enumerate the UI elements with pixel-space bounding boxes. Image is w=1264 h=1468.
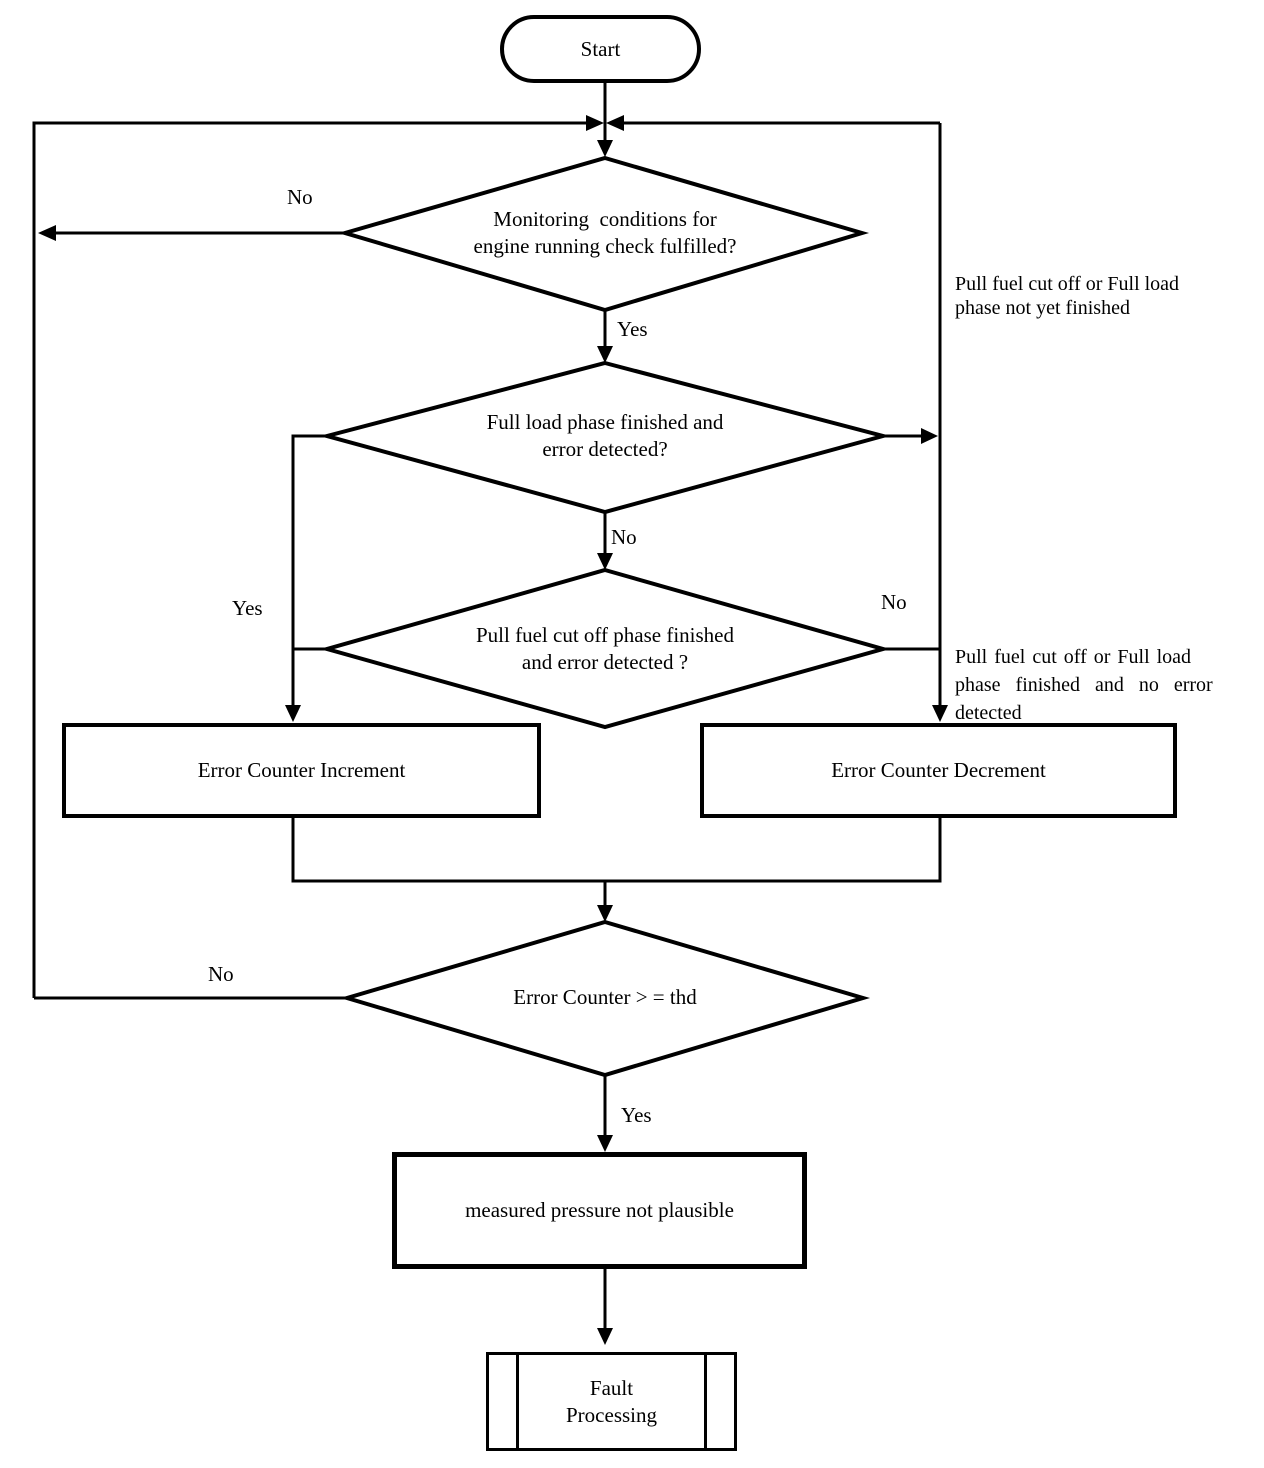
decision-full-load-line2: error detected? <box>542 437 668 461</box>
decision-full-load-text: Full load phase finished and error detec… <box>395 409 815 463</box>
decision-full-load-shape <box>319 360 891 515</box>
decision-pull-fuel-text: Pull fuel cut off phase finished and err… <box>395 622 815 676</box>
error-counter-increment-box: Error Counter Increment <box>62 723 541 818</box>
label-monitoring-yes: Yes <box>617 317 648 341</box>
arrow-into-pull-fuel <box>597 553 613 570</box>
edge-left-loop-rail <box>32 121 586 998</box>
decision-threshold-label: Error Counter > = thd <box>513 985 697 1009</box>
annotation-no-error-detected: Pull fuel cut off or Full load phase fin… <box>955 643 1255 727</box>
label-increment-yes: Yes <box>232 596 263 620</box>
annotation-no-error-line1: Pull fuel cut off or Full load <box>955 646 1192 668</box>
decision-full-load-line1: Full load phase finished and <box>486 410 724 434</box>
arrow-into-threshold <box>597 905 613 922</box>
start-label: Start <box>580 36 621 61</box>
connectors <box>32 82 942 1328</box>
edge-full-load-yes <box>291 434 327 705</box>
decision-monitoring-text: Monitoring conditions for engine running… <box>395 206 815 260</box>
decision-pull-fuel-shape <box>319 567 891 730</box>
error-counter-increment-label: Error Counter Increment <box>197 758 406 782</box>
fault-processing-line1: Fault <box>589 1375 634 1400</box>
arrow-into-decrement <box>932 705 948 722</box>
error-counter-decrement-label: Error Counter Decrement <box>831 758 1046 782</box>
arrowheads <box>38 115 948 1345</box>
arrow-right-rail-to-top <box>606 115 624 131</box>
decision-threshold-shape <box>339 919 871 1078</box>
fault-processing-text: Fault Processing <box>566 1375 657 1429</box>
decision-monitoring-line1: Monitoring conditions for <box>493 207 717 231</box>
annotation-not-yet-finished-line2: phase not yet finished <box>955 297 1130 319</box>
fault-processing-box: Fault Processing <box>486 1352 737 1451</box>
decision-monitoring-line2: engine running check fulfilled? <box>473 234 737 258</box>
label-threshold-no: No <box>208 962 234 986</box>
arrow-into-increment <box>285 705 301 722</box>
decision-monitoring-shape <box>337 155 870 313</box>
edge-counters-merge <box>291 817 942 883</box>
label-pull-fuel-no: No <box>881 590 907 614</box>
decision-shapes <box>319 155 891 1078</box>
decision-pull-fuel-line2: and error detected ? <box>521 650 689 674</box>
fault-processing-right-bar <box>704 1355 707 1448</box>
measured-pressure-label: measured pressure not plausible <box>465 1198 734 1222</box>
arrow-into-fault <box>597 1328 613 1345</box>
start-node: Start <box>500 15 701 83</box>
label-threshold-yes: Yes <box>621 1103 652 1127</box>
annotation-not-yet-finished: Pull fuel cut off or Full load phase not… <box>955 272 1245 320</box>
fault-processing-left-bar <box>516 1355 519 1448</box>
error-counter-decrement-box: Error Counter Decrement <box>700 723 1177 818</box>
decision-pull-fuel-line1: Pull fuel cut off phase finished <box>476 623 734 647</box>
arrow-into-monitoring <box>597 140 613 157</box>
arrow-into-full-load <box>597 346 613 363</box>
arrow-full-load-to-rail <box>921 428 938 444</box>
fault-processing-line2: Processing <box>566 1402 657 1427</box>
label-monitoring-no: No <box>287 185 313 209</box>
annotation-no-error-line3: detected <box>955 702 1022 724</box>
arrow-monitoring-no <box>38 225 56 241</box>
arrow-left-rail-to-top <box>586 115 604 131</box>
decision-threshold-text: Error Counter > = thd <box>405 984 805 1011</box>
annotation-no-error-line2: phase finished and no error <box>955 674 1213 696</box>
label-full-load-no: No <box>611 525 637 549</box>
arrow-into-measured <box>597 1135 613 1152</box>
annotation-not-yet-finished-line1: Pull fuel cut off or Full load <box>955 273 1180 295</box>
measured-pressure-box: measured pressure not plausible <box>392 1152 807 1269</box>
